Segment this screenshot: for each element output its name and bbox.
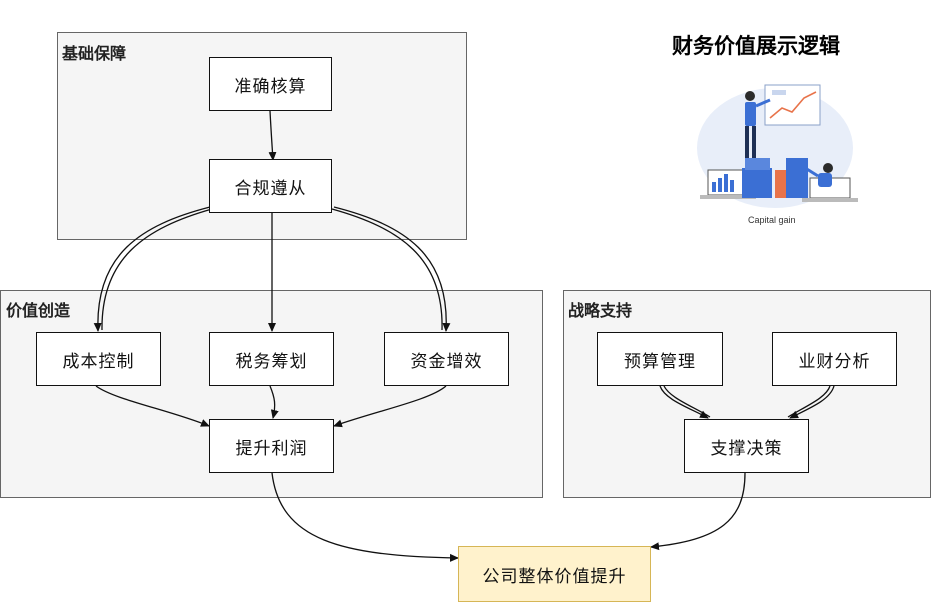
illustration-caption: Capital gain (748, 215, 796, 225)
node-budget-management[interactable]: 预算管理 (597, 332, 723, 386)
node-profit-growth[interactable]: 提升利润 (209, 419, 334, 473)
node-compliance[interactable]: 合规遵从 (209, 159, 332, 213)
page-title: 财务价值展示逻辑 (672, 34, 840, 58)
group-value-creation-title: 价值创造 (6, 301, 71, 320)
node-capital-efficiency[interactable]: 资金增效 (384, 332, 509, 386)
group-foundation-title: 基础保障 (62, 44, 127, 63)
node-overall-value[interactable]: 公司整体价值提升 (458, 546, 651, 602)
node-accurate-accounting[interactable]: 准确核算 (209, 57, 332, 111)
group-strategy-title: 战略支持 (568, 301, 633, 320)
capital-gain-illustration (697, 84, 858, 208)
node-cost-control[interactable]: 成本控制 (36, 332, 161, 386)
node-decision-support[interactable]: 支撑决策 (684, 419, 809, 473)
node-business-finance-analysis[interactable]: 业财分析 (772, 332, 897, 386)
group-strategy (563, 290, 931, 498)
node-tax-planning[interactable]: 税务筹划 (209, 332, 334, 386)
